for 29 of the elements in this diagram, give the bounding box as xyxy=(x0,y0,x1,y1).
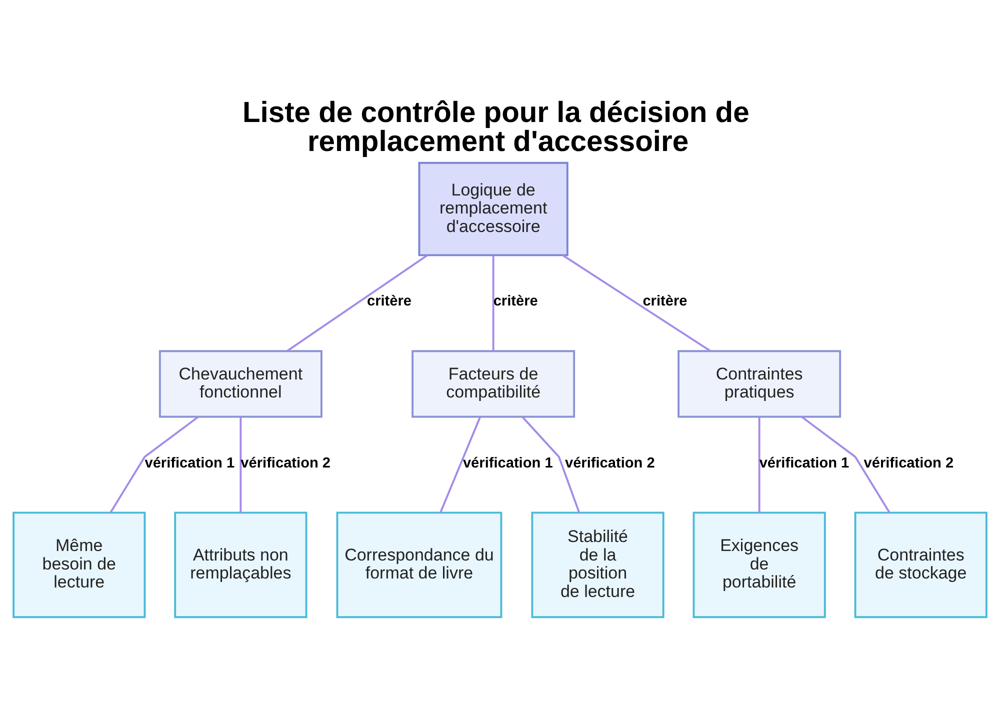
diagram-title: Liste de contrôle pour la décision de remplacement d'accessoire xyxy=(242,96,750,158)
node-box: Attributs non remplaçables xyxy=(174,511,308,618)
edge-label: vérification 2 xyxy=(564,454,655,471)
edge-label: vérification 1 xyxy=(462,454,553,471)
node-box: Exigences de portabilité xyxy=(692,511,826,618)
edge-label: vérification 1 xyxy=(759,454,850,471)
node-box: Logique de remplacement d'accessoire xyxy=(418,161,568,256)
edge-label: critère xyxy=(493,293,538,310)
node-box: Chevauchement fonctionnel xyxy=(158,350,322,418)
edge-label: vérification 2 xyxy=(864,454,954,471)
connector xyxy=(758,416,760,512)
node-box: Même besoin de lecture xyxy=(12,511,146,618)
edge-label: critère xyxy=(367,293,412,310)
node-box: Contraintes de stockage xyxy=(854,511,988,618)
connector xyxy=(492,255,494,350)
connector xyxy=(110,416,199,512)
node-box: Stabilité de la position de lecture xyxy=(531,511,664,618)
connector xyxy=(562,254,711,352)
connector xyxy=(801,416,890,512)
edge-label: critère xyxy=(642,293,688,310)
node-box: Facteurs de compatibilité xyxy=(412,350,576,418)
connector xyxy=(522,416,580,512)
connector xyxy=(240,416,242,512)
node-box: Contraintes pratiques xyxy=(678,350,842,418)
connector xyxy=(440,416,481,512)
edge-label: vérification 1 xyxy=(144,454,235,471)
node-box: Correspondance du format de livre xyxy=(336,511,502,618)
edge-label: vérification 2 xyxy=(240,454,331,471)
connector xyxy=(286,254,428,352)
